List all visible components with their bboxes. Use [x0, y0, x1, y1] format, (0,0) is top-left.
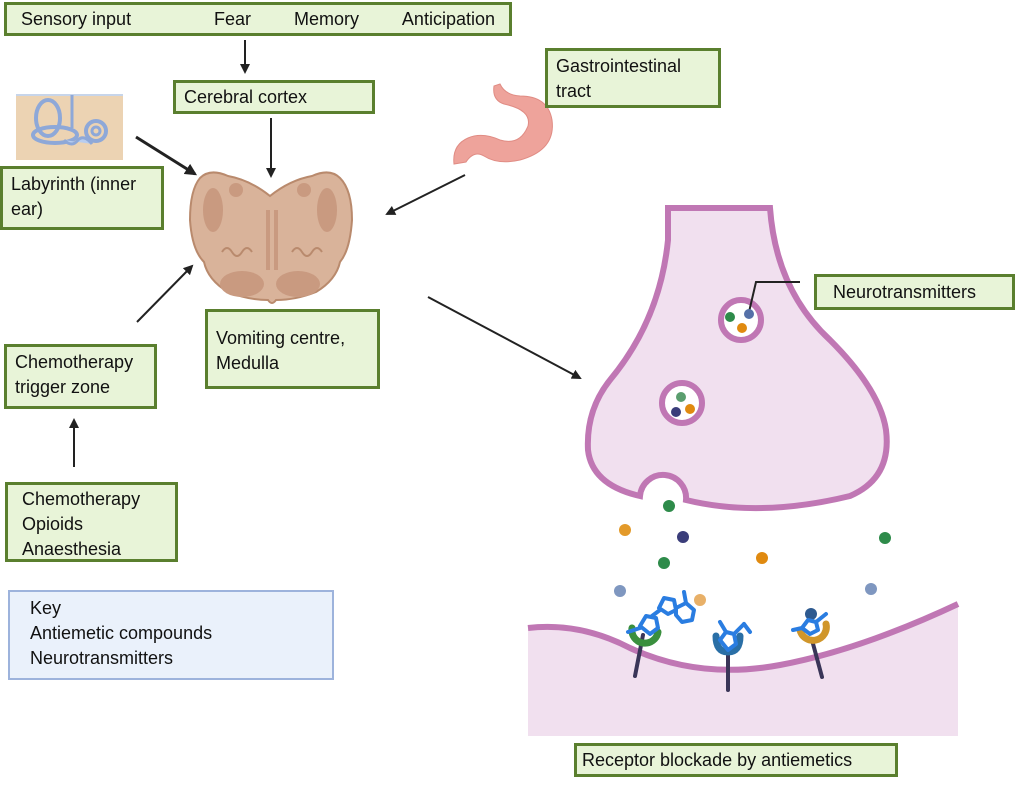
- nt-dot: [725, 312, 735, 322]
- input-anticipation: Anticipation: [401, 9, 495, 29]
- ctz-line-2: trigger zone: [15, 377, 111, 397]
- gi-tract-box: Gastrointestinal tract: [545, 48, 721, 108]
- nt-dot: [619, 524, 631, 536]
- receptor-blockade-label: Receptor blockade by antiemetics: [582, 750, 853, 770]
- labyrinth-box: Labyrinth (inner ear): [0, 166, 164, 230]
- vomiting-centre-box: Vomiting centre, Medulla: [205, 309, 380, 389]
- gi-line-1: Gastrointestinal: [556, 56, 682, 76]
- inner-ear-icon: [16, 94, 123, 160]
- gi-line-2: tract: [556, 81, 592, 101]
- receptor-blockade-box: Receptor blockade by antiemetics: [574, 743, 898, 777]
- neurotransmitters: [614, 309, 891, 620]
- input-sensory: Sensory input: [21, 9, 132, 29]
- neurotransmitters-label: Neurotransmitters: [833, 282, 977, 302]
- neurotransmitters-box: Neurotransmitters: [814, 274, 1015, 310]
- arrow-ctz-to-medulla: [136, 264, 194, 323]
- neurotransmitter-pointer: [748, 281, 800, 313]
- arrow-gi-to-medulla: [385, 174, 466, 215]
- key-title: Key: [30, 598, 62, 618]
- nt-dot: [685, 404, 695, 414]
- ctz-line-1: Chemotherapy: [15, 352, 134, 372]
- nt-dot: [663, 500, 675, 512]
- nt-dot: [671, 407, 681, 417]
- presynaptic-terminal: [584, 205, 890, 512]
- antiemetic-compounds: [626, 590, 828, 652]
- key-legend: Key Antiemetic compounds Neurotransmitte…: [8, 590, 334, 680]
- key-neurotransmitters-label: Neurotransmitters: [30, 648, 174, 668]
- nt-dot: [737, 323, 747, 333]
- triggers-box: Chemotherapy Opioids Anaesthesia: [5, 482, 178, 562]
- nt-dot: [677, 531, 689, 543]
- stomach-icon: [453, 83, 553, 165]
- labyrinth-line-1: Labyrinth (inner: [11, 174, 137, 194]
- trigger-opioids: Opioids: [22, 514, 84, 534]
- labyrinth-line-2: ear): [11, 199, 44, 219]
- nt-dot: [658, 557, 670, 569]
- top-inputs-box: Sensory input Fear Memory Anticipation: [4, 2, 512, 36]
- vomiting-line-1: Vomiting centre,: [216, 328, 346, 348]
- trigger-anaesthesia: Anaesthesia: [22, 539, 122, 559]
- nt-dot: [805, 608, 817, 620]
- nt-dot: [865, 583, 877, 595]
- postsynaptic-membrane: [527, 601, 960, 736]
- arrow-medulla-to-synapse: [427, 296, 582, 379]
- trigger-chemotherapy: Chemotherapy: [22, 489, 141, 509]
- nt-dot: [676, 392, 686, 402]
- nt-dot: [744, 309, 754, 319]
- cerebral-cortex-box: Cerebral cortex: [173, 80, 375, 114]
- input-memory: Memory: [293, 9, 359, 29]
- nt-dot: [756, 552, 768, 564]
- key-antiemetic-label: Antiemetic compounds: [30, 623, 213, 643]
- vomiting-line-2: Medulla: [216, 353, 280, 373]
- nt-dot: [694, 594, 706, 606]
- nt-dot: [879, 532, 891, 544]
- arrow-labyrinth-to-medulla: [135, 135, 198, 176]
- ctz-box: Chemotherapy trigger zone: [4, 344, 157, 409]
- medulla-icon: [188, 171, 354, 304]
- input-fear: Fear: [214, 9, 252, 29]
- cerebral-cortex-label: Cerebral cortex: [184, 87, 308, 107]
- nt-dot: [614, 585, 626, 597]
